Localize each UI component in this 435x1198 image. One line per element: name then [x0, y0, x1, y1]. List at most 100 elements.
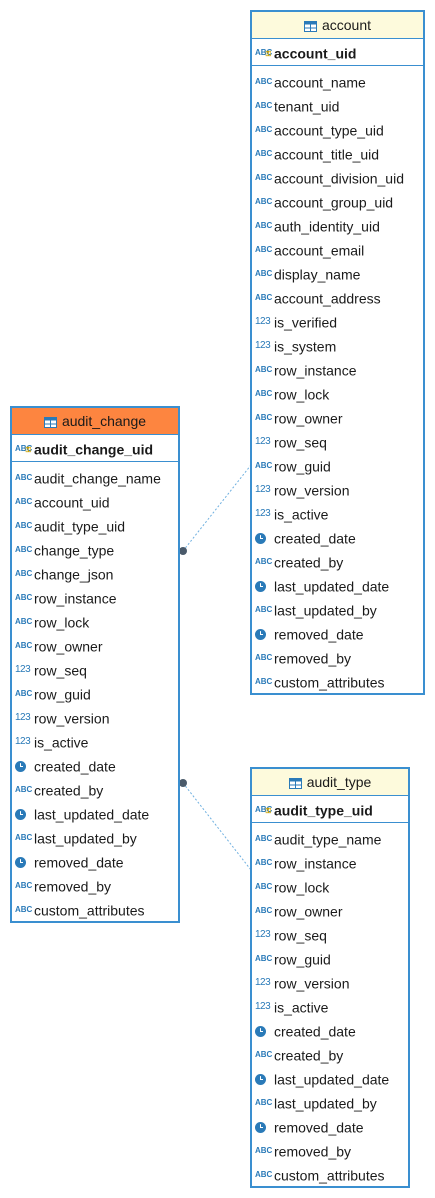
column-label: account_type_uid [274, 122, 384, 139]
column-row-created-date[interactable]: created_date [252, 1018, 408, 1042]
column-row-created-date[interactable]: created_date [252, 525, 423, 549]
column-label: audit_type_uid [34, 518, 126, 535]
text-type-icon: ABC [255, 221, 273, 231]
entity-header[interactable]: audit_change [12, 408, 178, 435]
primary-key-row[interactable]: ABC⚿audit_type_uid [252, 796, 408, 823]
table-icon [43, 410, 57, 436]
datetime-type-icon [255, 1073, 266, 1085]
text-type-icon: ABC [255, 101, 273, 111]
column-label: account_address [274, 290, 381, 307]
column-label: last_updated_date [34, 806, 150, 823]
numeric-type-icon: 123 [15, 712, 31, 724]
column-row-removed-date[interactable]: removed_date [252, 621, 423, 645]
entity-header[interactable]: account [252, 12, 423, 39]
column-label: row_guid [34, 686, 91, 703]
primary-key-row[interactable]: ABC⚿audit_change_uid [12, 435, 178, 462]
datetime-type-icon [255, 628, 266, 640]
link-endpoint-audit-type-dot[interactable] [179, 779, 187, 787]
primary-key-icon: ABC⚿ [255, 48, 273, 59]
column-label: row_owner [34, 638, 103, 655]
column-row-last-updated-date[interactable]: last_updated_date [252, 1066, 408, 1090]
text-type-icon: ABC [255, 677, 273, 687]
datetime-type-icon [255, 1121, 266, 1133]
column-row-last-updated-date[interactable]: last_updated_date [12, 801, 178, 825]
primary-key-label: audit_change_uid [34, 441, 154, 458]
datetime-type-icon [255, 532, 266, 544]
link-audit-change-to-account[interactable] [182, 464, 252, 552]
primary-key-row[interactable]: ABC⚿account_uid [252, 39, 423, 66]
link-endpoint-account-dot[interactable] [179, 547, 187, 555]
column-label: audit_type_name [274, 831, 382, 848]
column-row-last-updated-date[interactable]: last_updated_date [252, 573, 423, 597]
link-audit-change-to-audit-type[interactable] [182, 782, 252, 871]
text-type-icon: ABC [255, 245, 273, 255]
column-label: change_type [34, 542, 115, 559]
datetime-type-icon [15, 808, 26, 820]
text-type-icon: ABC [255, 906, 273, 916]
column-label: created_by [274, 1047, 344, 1064]
column-label: row_seq [274, 927, 327, 944]
entity-header[interactable]: audit_type [252, 769, 408, 796]
column-row-created-date[interactable]: created_date [12, 753, 178, 777]
column-label: change_json [34, 566, 114, 583]
column-row-removed-date[interactable]: removed_date [12, 849, 178, 873]
column-label: created_by [34, 782, 104, 799]
text-type-icon: ABC [255, 1146, 273, 1156]
column-row-removed-date[interactable]: removed_date [252, 1114, 408, 1138]
